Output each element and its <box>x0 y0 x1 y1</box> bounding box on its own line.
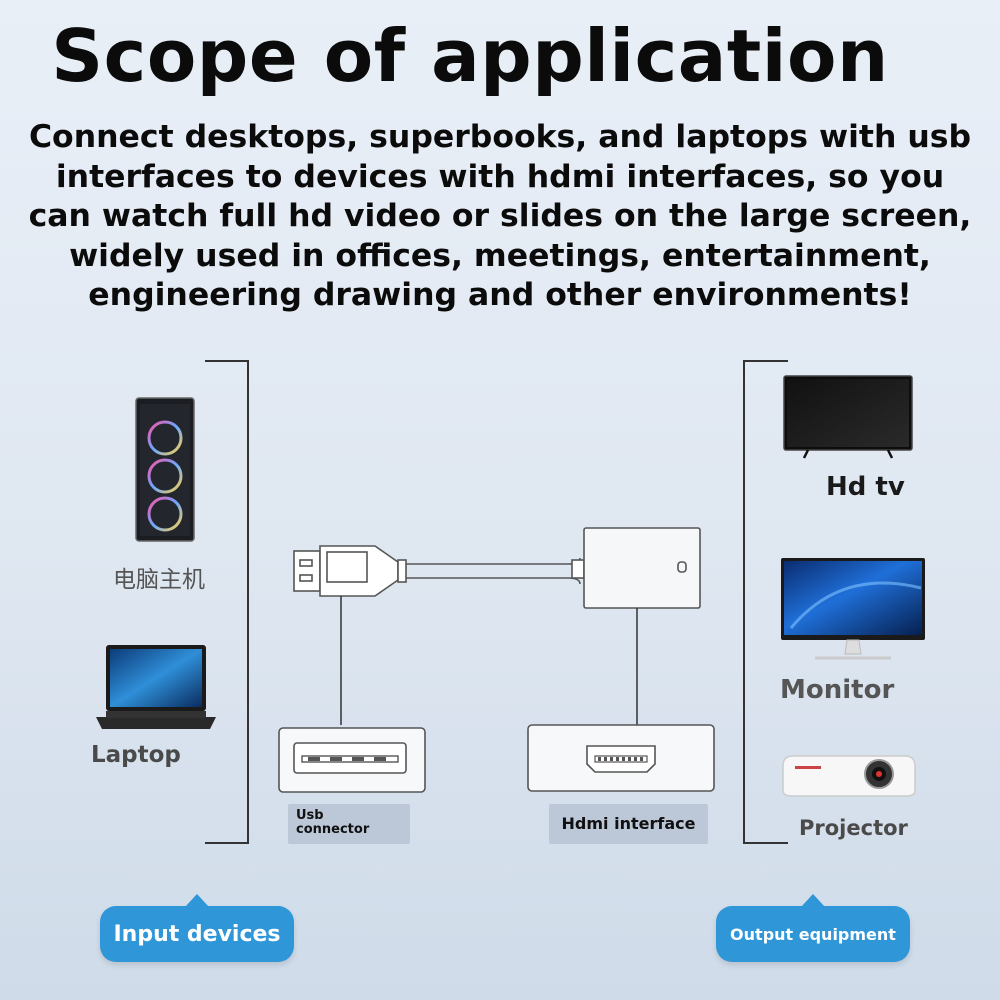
usb-hdmi-adapter-icon <box>293 527 701 725</box>
hdmi-interface-label: Hdmi interface <box>549 804 708 844</box>
projector-label: Projector <box>799 816 908 840</box>
monitor-label: Monitor <box>780 675 895 705</box>
laptop-icon <box>96 645 216 729</box>
hd-tv-icon <box>783 375 913 459</box>
monitor-icon <box>781 558 925 660</box>
hd-tv-label: Hd tv <box>826 472 905 502</box>
output-equipment-bubble: Output equipment <box>716 894 910 962</box>
desktop-pc-icon <box>135 397 195 542</box>
usb-label-line1: Usb <box>296 808 324 823</box>
hdmi-port-icon <box>527 724 715 792</box>
description-text: Connect desktops, superbooks, and laptop… <box>28 119 972 313</box>
desktop-label: 电脑主机 <box>113 567 205 593</box>
usb-port-icon <box>278 727 426 793</box>
input-devices-bubble: Input devices <box>100 894 294 962</box>
projector-icon <box>782 755 916 797</box>
output-equipment-text: Output equipment <box>730 924 896 944</box>
usb-label-line2: connector <box>296 822 370 837</box>
laptop-label: Laptop <box>91 742 181 768</box>
page-title: Scope of application <box>51 14 889 98</box>
input-devices-text: Input devices <box>113 921 281 947</box>
usb-connector-label: Usb connector <box>288 804 410 844</box>
